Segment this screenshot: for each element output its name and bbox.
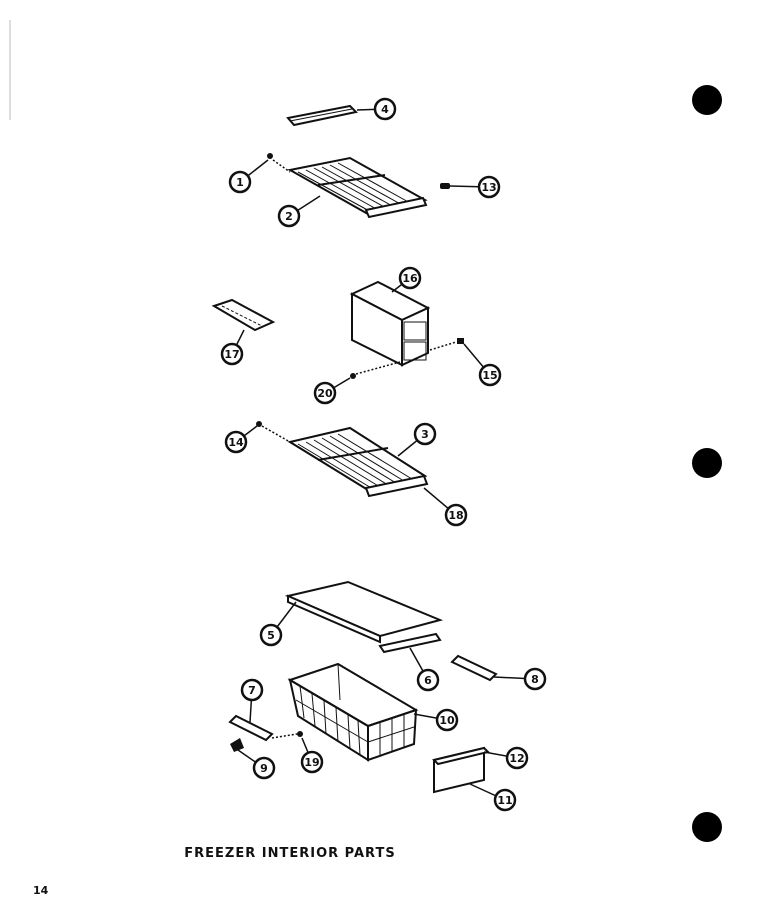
callout-number: 9 [260, 762, 268, 775]
part-basket-front-panel [432, 746, 490, 794]
callout-4: 4 [356, 97, 397, 121]
part-screw-20 [350, 361, 401, 379]
callout-20: 20 [313, 377, 351, 405]
part-clip-13 [440, 183, 450, 189]
callout-19: 19 [300, 737, 324, 774]
callout-circle [259, 623, 283, 647]
page-number: 14 [33, 884, 49, 897]
binder-hole-top [692, 85, 722, 115]
callout-number: 2 [285, 210, 293, 223]
callout-number: 1 [236, 176, 244, 189]
callout-circle [240, 678, 264, 702]
part-pin-15 [429, 338, 464, 351]
callout-circle [493, 788, 517, 812]
part-screw-14 [256, 421, 291, 443]
callout-16: 16 [391, 266, 422, 293]
callout-number: 7 [248, 684, 256, 697]
callout-6: 6 [409, 647, 440, 692]
callout-number: 20 [317, 387, 333, 400]
part-wire-basket [287, 662, 419, 762]
callout-17: 17 [220, 329, 245, 366]
part-storage-box [349, 280, 431, 367]
callout-number: 17 [224, 348, 239, 361]
callout-13: 13 [449, 175, 501, 199]
callout-number: 15 [482, 369, 497, 382]
part-wire-shelf-upper [287, 156, 428, 219]
part-trim-6 [378, 632, 442, 654]
part-wire-shelf-lower [287, 426, 429, 498]
callout-number: 18 [448, 509, 463, 522]
callout-12: 12 [483, 746, 529, 770]
part-bracket-9 [230, 738, 244, 752]
callout-1: 1 [228, 159, 269, 194]
binder-hole-middle [692, 448, 722, 478]
callout-number: 10 [439, 714, 455, 727]
part-screw-19 [271, 731, 303, 739]
callout-circle [523, 667, 547, 691]
callout-14: 14 [224, 425, 258, 454]
callout-2: 2 [277, 195, 321, 228]
callout-number: 3 [421, 428, 429, 441]
callout-circle [277, 204, 301, 228]
callout-circle [398, 266, 422, 290]
callout-15: 15 [463, 343, 502, 387]
callout-10: 10 [413, 708, 459, 732]
callout-circle [220, 342, 244, 366]
callout-layer: 4 1 13 2 16 17 15 20 14 3 18 5 6 8 7 10 12 9 19 11 [220, 97, 547, 812]
callout-circle [252, 756, 276, 780]
callout-3: 3 [397, 422, 437, 457]
part-ice-tray [211, 298, 276, 332]
part-trim-strip-top [286, 104, 359, 127]
callout-circle [444, 503, 468, 527]
callout-7: 7 [240, 678, 264, 723]
part-slide-rail-right [450, 654, 498, 682]
callout-circle [228, 170, 252, 194]
callout-circle [224, 430, 248, 454]
callout-18: 18 [423, 487, 468, 527]
part-slide-rail-left [228, 714, 274, 742]
callout-number: 6 [424, 674, 432, 687]
callout-circle [478, 363, 502, 387]
callout-number: 4 [381, 103, 389, 116]
binder-hole-bottom [692, 812, 722, 842]
callout-number: 5 [267, 629, 275, 642]
part-screw-1 [267, 153, 291, 173]
callout-circle [505, 746, 529, 770]
callout-circle [416, 668, 440, 692]
callout-number: 8 [531, 673, 539, 686]
callout-9: 9 [237, 749, 276, 780]
callout-number: 11 [497, 794, 512, 807]
callout-circle [435, 708, 459, 732]
callout-number: 13 [481, 181, 496, 194]
callout-circle [413, 422, 437, 446]
callout-8: 8 [493, 667, 547, 691]
callout-circle [313, 381, 337, 405]
callout-number: 19 [304, 756, 319, 769]
diagram-caption: FREEZER INTERIOR PARTS [184, 846, 396, 861]
callout-11: 11 [469, 783, 517, 812]
part-shelf-panel [284, 580, 444, 644]
callout-number: 16 [402, 272, 418, 285]
callout-circle [373, 97, 397, 121]
callout-number: 14 [228, 436, 244, 449]
callout-circle [300, 750, 324, 774]
callout-5: 5 [259, 601, 297, 647]
callout-circle [477, 175, 501, 199]
callout-number: 12 [509, 752, 524, 765]
